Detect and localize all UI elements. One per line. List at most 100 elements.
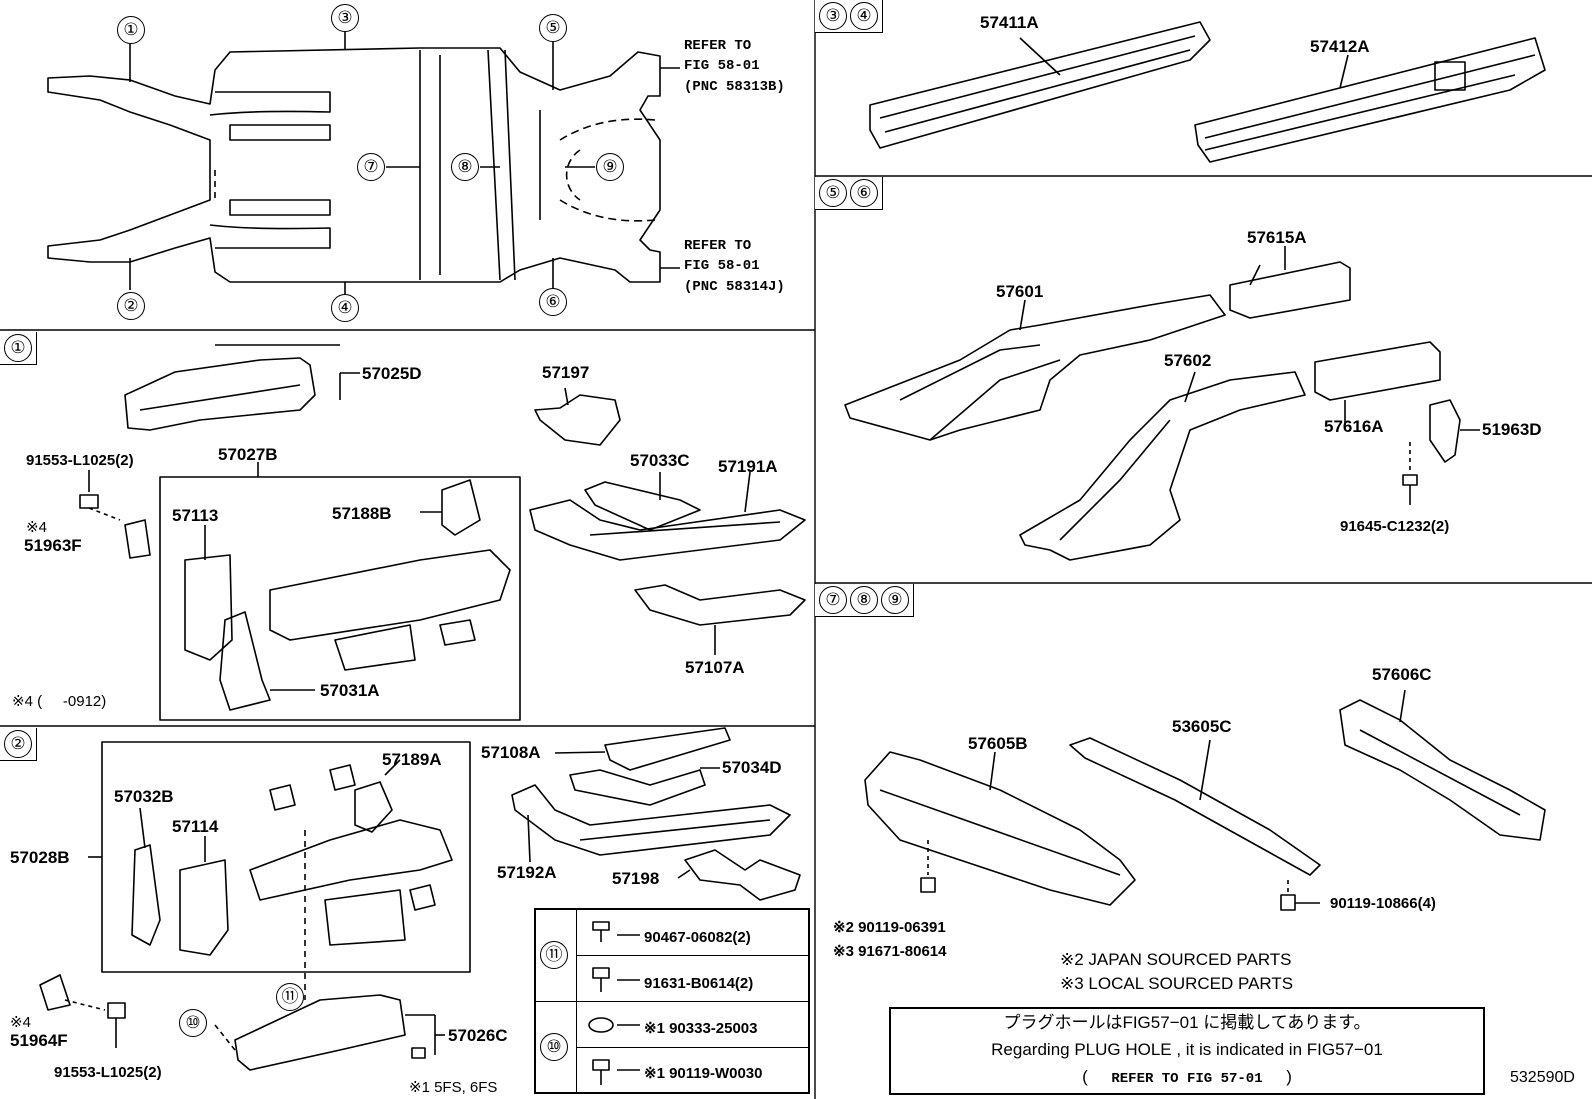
section-1-tag: ① [0, 332, 37, 365]
part-90119-06391-label[interactable]: ※2 90119-06391 [833, 919, 946, 936]
part-57602-label[interactable]: 57602 [1164, 351, 1212, 370]
part-57025d-label[interactable]: 57025D [362, 364, 422, 383]
plug-hole-note: プラグホールはFIG57−01 に掲載してあります。 Regarding PLU… [889, 1007, 1485, 1095]
part-57108a-label[interactable]: 57108A [481, 743, 541, 762]
part-57033c-drawing [584, 472, 701, 531]
refer-front-line1: REFER TO [684, 38, 752, 54]
part-57025d-drawing [124, 344, 360, 431]
section-2-tag: ② [0, 728, 37, 761]
part-90119-w0030-label[interactable]: ※1 90119-W0030 [644, 1065, 763, 1082]
part-57605b-label[interactable]: 57605B [968, 734, 1028, 753]
part-57197-label[interactable]: 57197 [542, 363, 590, 382]
part-57197-drawing [534, 387, 621, 446]
rail-57411a-drawing [869, 21, 1211, 149]
part-53605c-label[interactable]: 53605C [1172, 717, 1232, 736]
part-90333-25003-label[interactable]: ※1 90333-25003 [644, 1020, 758, 1037]
plug-note-paren-close: ) [1286, 1067, 1292, 1086]
part-57189a-label[interactable]: 57189A [382, 750, 442, 769]
refer-front-line2: FIG 58-01 [684, 58, 760, 75]
diagram-id: 532590D [1510, 1069, 1575, 1086]
part-57616a-label[interactable]: 57616A [1324, 417, 1384, 436]
part-57113-drawing [184, 525, 233, 661]
hardware-group-10-tag: ⑩ [540, 1033, 568, 1061]
part-51963f-label[interactable]: 51963F [24, 536, 82, 555]
refer-rear-note: REFER TO FIG 58-01 (PNC 58314J) [684, 236, 785, 297]
part-57031a-label[interactable]: 57031A [320, 681, 380, 700]
part-57031a-drawing [219, 611, 315, 711]
part-57411a-label[interactable]: 57411A [980, 13, 1039, 32]
part-57034d-label[interactable]: 57034D [722, 758, 782, 777]
section-34-tag: ③ ④ [815, 0, 883, 33]
part-57033c-label[interactable]: 57033C [630, 451, 690, 470]
part-57189a-drawing [269, 759, 401, 833]
tag-2: ② [4, 730, 32, 758]
callout-10: ⑩ [179, 1009, 207, 1037]
refer-rear-line2: FIG 58-01 [684, 258, 760, 275]
part-91631-b0614-label[interactable]: 91631-B0614(2) [644, 975, 754, 992]
bracket-51963d-drawing [1402, 399, 1480, 505]
part-57113-label[interactable]: 57113 [172, 506, 219, 525]
overview-callout-3: ③ [331, 4, 359, 32]
tag-3: ③ [819, 2, 847, 30]
callout-11: ⑪ [276, 983, 304, 1011]
part-57188b-drawing [420, 479, 481, 536]
part-57601-label[interactable]: 57601 [996, 282, 1044, 301]
section-56-tag: ⑤ ⑥ [815, 177, 883, 210]
plug-note-en: Regarding PLUG HOLE , it is indicated in… [991, 1040, 1383, 1059]
part-57192a-label[interactable]: 57192A [497, 863, 557, 882]
overview-callout-8: ⑧ [451, 153, 479, 181]
part-91553-l1025b-label[interactable]: 91553-L1025(2) [54, 1064, 162, 1081]
rail-57412a-drawing [1194, 37, 1546, 163]
part-57032b-drawing [131, 807, 161, 946]
hardware-icons [588, 921, 640, 1085]
part-57032b-label[interactable]: 57032B [114, 787, 174, 806]
bolt-51964f-drawing [39, 974, 126, 1048]
overview-callout-4: ④ [331, 294, 359, 322]
part-91671-80614-label[interactable]: ※3 91671-80614 [833, 943, 947, 960]
plug-note-ref-text: REFER TO FIG 57-01 [1111, 1071, 1263, 1087]
bolt-91553-drawing [79, 470, 151, 559]
part-90119-10866-label[interactable]: 90119-10866(4) [1330, 895, 1436, 912]
frame-57602-drawing [1019, 371, 1306, 561]
frame-57601-drawing [844, 294, 1226, 441]
part-57107a-label[interactable]: 57107A [685, 658, 745, 677]
group-57027b-box [159, 476, 521, 721]
part-57616a-drawing [1314, 341, 1441, 425]
part-57107a-drawing [634, 584, 806, 655]
refer-front-line3: (PNC 58313B) [684, 78, 785, 95]
tag-5: ⑤ [819, 179, 847, 207]
plug-note-paren-open: ( [1082, 1067, 1088, 1086]
tag-4: ④ [850, 2, 878, 30]
part-57026c-label[interactable]: 57026C [448, 1026, 508, 1045]
refer-front-note: REFER TO FIG 58-01 (PNC 58313B) [684, 36, 785, 97]
part-57191a-label[interactable]: 57191A [718, 457, 778, 476]
overview-callout-1: ① [117, 16, 145, 44]
part-57606c-label[interactable]: 57606C [1372, 665, 1432, 684]
crossmember-57605b-drawing [864, 751, 1136, 906]
part-57028b-label[interactable]: 57028B [10, 848, 70, 867]
overview-callout-2: ② [117, 292, 145, 320]
part-90467-06082-label[interactable]: 90467-06082(2) [644, 929, 751, 946]
part-57192a-drawing [511, 784, 791, 863]
tag-9: ⑨ [881, 586, 909, 614]
overview-callout-7: ⑦ [357, 153, 385, 181]
tag-8: ⑧ [850, 586, 878, 614]
part-57615a-label[interactable]: 57615A [1247, 228, 1307, 247]
part-57412a-label[interactable]: 57412A [1310, 37, 1370, 56]
part-57027b-label[interactable]: 57027B [218, 445, 278, 464]
part-51963d-label[interactable]: 51963D [1482, 420, 1542, 439]
local-sourced-note: ※3 LOCAL SOURCED PARTS [1060, 974, 1294, 993]
footnote-mark-4: ※4 [26, 519, 47, 536]
part-51964f-label[interactable]: 51964F [10, 1031, 68, 1050]
footnote-4-range: ※4 ( -0912) [12, 693, 107, 710]
footnote-1-models: ※1 5FS, 6FS [409, 1079, 498, 1096]
part-91553-l1025-label[interactable]: 91553-L1025(2) [26, 452, 134, 469]
part-57198-label[interactable]: 57198 [612, 869, 660, 888]
part-91645-c1232-label[interactable]: 91645-C1232(2) [1340, 518, 1450, 535]
part-57188b-label[interactable]: 57188B [332, 504, 392, 523]
part-57114-label[interactable]: 57114 [172, 817, 219, 836]
part-57026c-drawing [214, 994, 445, 1071]
hardware-table: ⑪ ⑩ 90467-06082(2) 91631-B0614(2) ※1 903… [534, 908, 810, 1094]
hardware-table-group-sep [536, 1001, 808, 1002]
